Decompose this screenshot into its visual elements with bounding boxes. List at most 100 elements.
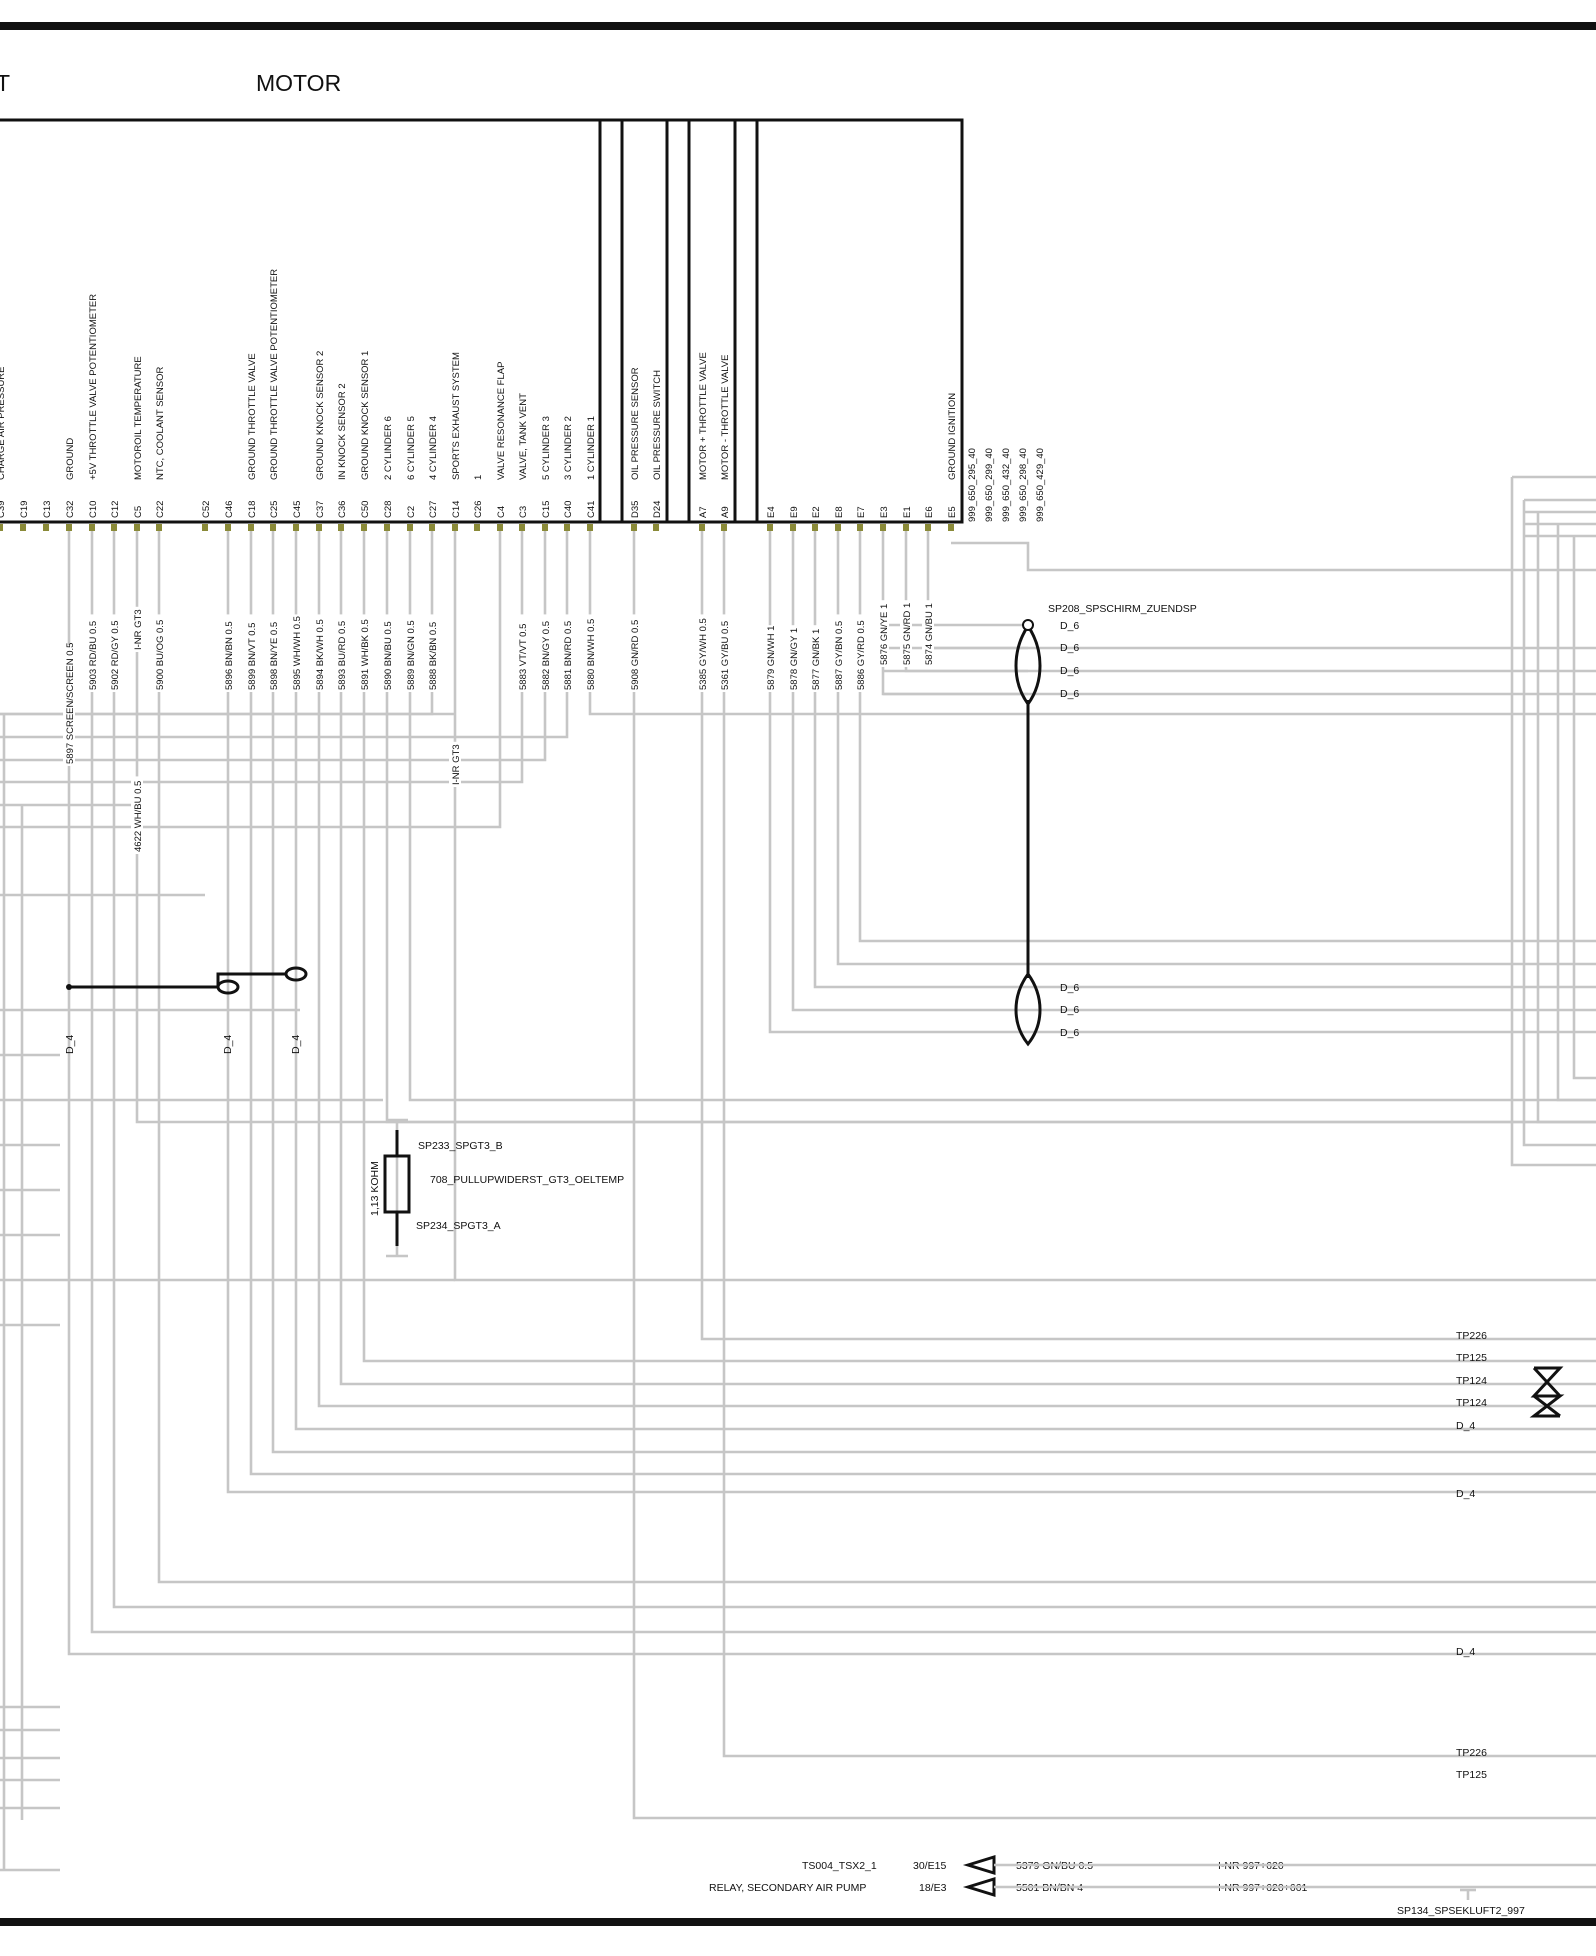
shield-label: D_4	[290, 1035, 302, 1054]
pin-terminal	[316, 524, 322, 531]
right-label: TP125	[1456, 1769, 1487, 1781]
pin-terminal	[767, 524, 773, 531]
splice-top-label: D_6	[1060, 620, 1079, 632]
pin-desc: 4 CYLINDER 4	[428, 416, 439, 480]
pin-id: C45	[292, 501, 303, 518]
pin-id: E7	[856, 506, 867, 518]
wire-label-bg	[131, 606, 143, 652]
pin-terminal	[564, 524, 570, 531]
wire-label: I-NR GT3	[451, 744, 462, 785]
pin-id: E3	[879, 506, 890, 518]
pin-terminal	[270, 524, 276, 531]
wire-label-bg	[86, 614, 98, 692]
pin-id: C18	[247, 501, 258, 518]
pin-id: C52	[201, 501, 212, 518]
pin-desc: GROUND KNOCK SENSOR 2	[315, 351, 326, 480]
wire-label: 5896 BN/BN 0.5	[224, 621, 235, 690]
pin-terminal	[474, 524, 480, 531]
pin-terminal	[43, 524, 49, 531]
wire	[339, 531, 1596, 1386]
pin-desc: GROUND IGNITION	[947, 393, 958, 480]
wire-label-bg	[358, 614, 370, 692]
pin-desc: VALVE RESONANCE FLAP	[496, 362, 507, 480]
wire-label: 5877 GN/BK 1	[811, 629, 822, 690]
section-title: MOTOR	[256, 70, 341, 96]
pin-id: C22	[155, 501, 166, 518]
splice-node	[1022, 619, 1034, 631]
wire-label: 4622 WH/BU 0.5	[133, 781, 144, 852]
shield-symbol: D_4 D_4 D_4	[64, 966, 308, 1054]
wire-label: 5903 RD/BU 0.5	[88, 621, 99, 690]
wire-label: 5385 GY/WH 0.5	[698, 618, 709, 690]
pin-terminal	[812, 524, 818, 531]
wire	[0, 531, 547, 762]
pin-desc: 3 CYLINDER 2	[563, 416, 574, 480]
pin-terminal	[89, 524, 95, 531]
wire-label-bg	[267, 614, 279, 692]
wire	[362, 531, 1596, 1363]
wire-label-bg	[718, 614, 730, 692]
pin-desc: MOTOR + THROTTLE VALVE	[698, 352, 709, 480]
wire-label-bg	[809, 625, 821, 692]
pin-terminal	[653, 524, 659, 531]
wire-label-bg	[290, 614, 302, 692]
pin-desc: NTC, COOLANT SENSOR	[155, 367, 166, 480]
pin-id: E5	[947, 506, 958, 518]
pin-id: C12	[110, 501, 121, 518]
pin-id: C15	[541, 501, 552, 518]
bottom-ref: RELAY, SECONDARY AIR PUMP	[709, 1882, 866, 1894]
resistor-top-node: SP233_SPGT3_B	[418, 1140, 503, 1152]
wire-label-bg	[426, 614, 438, 692]
pin-id: C39	[0, 501, 7, 518]
bottom-border	[0, 1918, 1596, 1926]
bottom-splice: SP134_SPSEKLUFT2_997	[1397, 1905, 1525, 1917]
splice-top-label: D_6	[1060, 688, 1079, 700]
pin-terminal	[721, 524, 727, 531]
pin-id: D35	[630, 501, 641, 518]
shield-label: D_4	[222, 1035, 234, 1054]
resistor-value: 1,13 KOHM	[369, 1161, 381, 1216]
wire-label: 5900 BU/OG 0.5	[155, 620, 166, 690]
wire-label: 5887 GY/BN 0.5	[834, 621, 845, 690]
wire-label: 5883 VT/VT 0.5	[518, 624, 529, 690]
wire-label: 5898 BN/YE 0.5	[269, 622, 280, 690]
pin-terminal	[361, 524, 367, 531]
wire	[67, 531, 1596, 1656]
pin-desc: 1	[473, 475, 484, 480]
wire-label: 5908 GN/RD 0.5	[630, 620, 641, 690]
splice-name: SP208_SPSCHIRM_ZUENDSP	[1048, 603, 1197, 615]
splice-sp208: SP208_SPSCHIRM_ZUENDSP D_6 D_6 D_6 D_6 D…	[1014, 603, 1197, 1047]
right-label: D_4	[1456, 1420, 1475, 1432]
wire-label-bg	[854, 614, 866, 692]
wire-label: 5894 BK/WH 0.5	[315, 619, 326, 690]
wire	[836, 531, 1596, 966]
wire-label: 5874 GN/BU 1	[924, 603, 935, 665]
wire-label-bg	[787, 625, 799, 692]
wire-label-bg	[539, 614, 551, 692]
bottom-ref: TS004_TSX2_1	[802, 1860, 877, 1872]
pin-terminal	[20, 524, 26, 531]
pin-id: E2	[811, 506, 822, 518]
wire-label-bg	[245, 614, 257, 692]
wire-label-bg	[696, 614, 708, 692]
pin-terminal	[948, 524, 954, 531]
pin-terminal	[790, 524, 796, 531]
wire-label: 5893 BU/RD 0.5	[337, 621, 348, 690]
wire	[1522, 500, 1596, 1147]
pin-id: E6	[924, 506, 935, 518]
splice-bottom-label: D_6	[1060, 1004, 1079, 1016]
wire	[90, 531, 1596, 1634]
pin-terminal	[903, 524, 909, 531]
wire-label-bg	[877, 600, 889, 667]
wire-label: 5897 SCREEN/SCREEN 0.5	[65, 643, 76, 764]
wire	[1536, 512, 1596, 1124]
wire-label: 5878 GN/GY 1	[789, 628, 800, 690]
wire-label-bg	[832, 614, 844, 692]
pin-id: A7	[698, 506, 709, 518]
wire-label: 5361 GY/BU 0.5	[720, 621, 731, 690]
e5-reference: 999_650_295_40	[967, 448, 978, 522]
e5-reference: 999_650_298_40	[1018, 448, 1029, 522]
pin-id: A9	[720, 506, 731, 518]
wire-label: 5888 BK/BN 0.5	[428, 622, 439, 690]
